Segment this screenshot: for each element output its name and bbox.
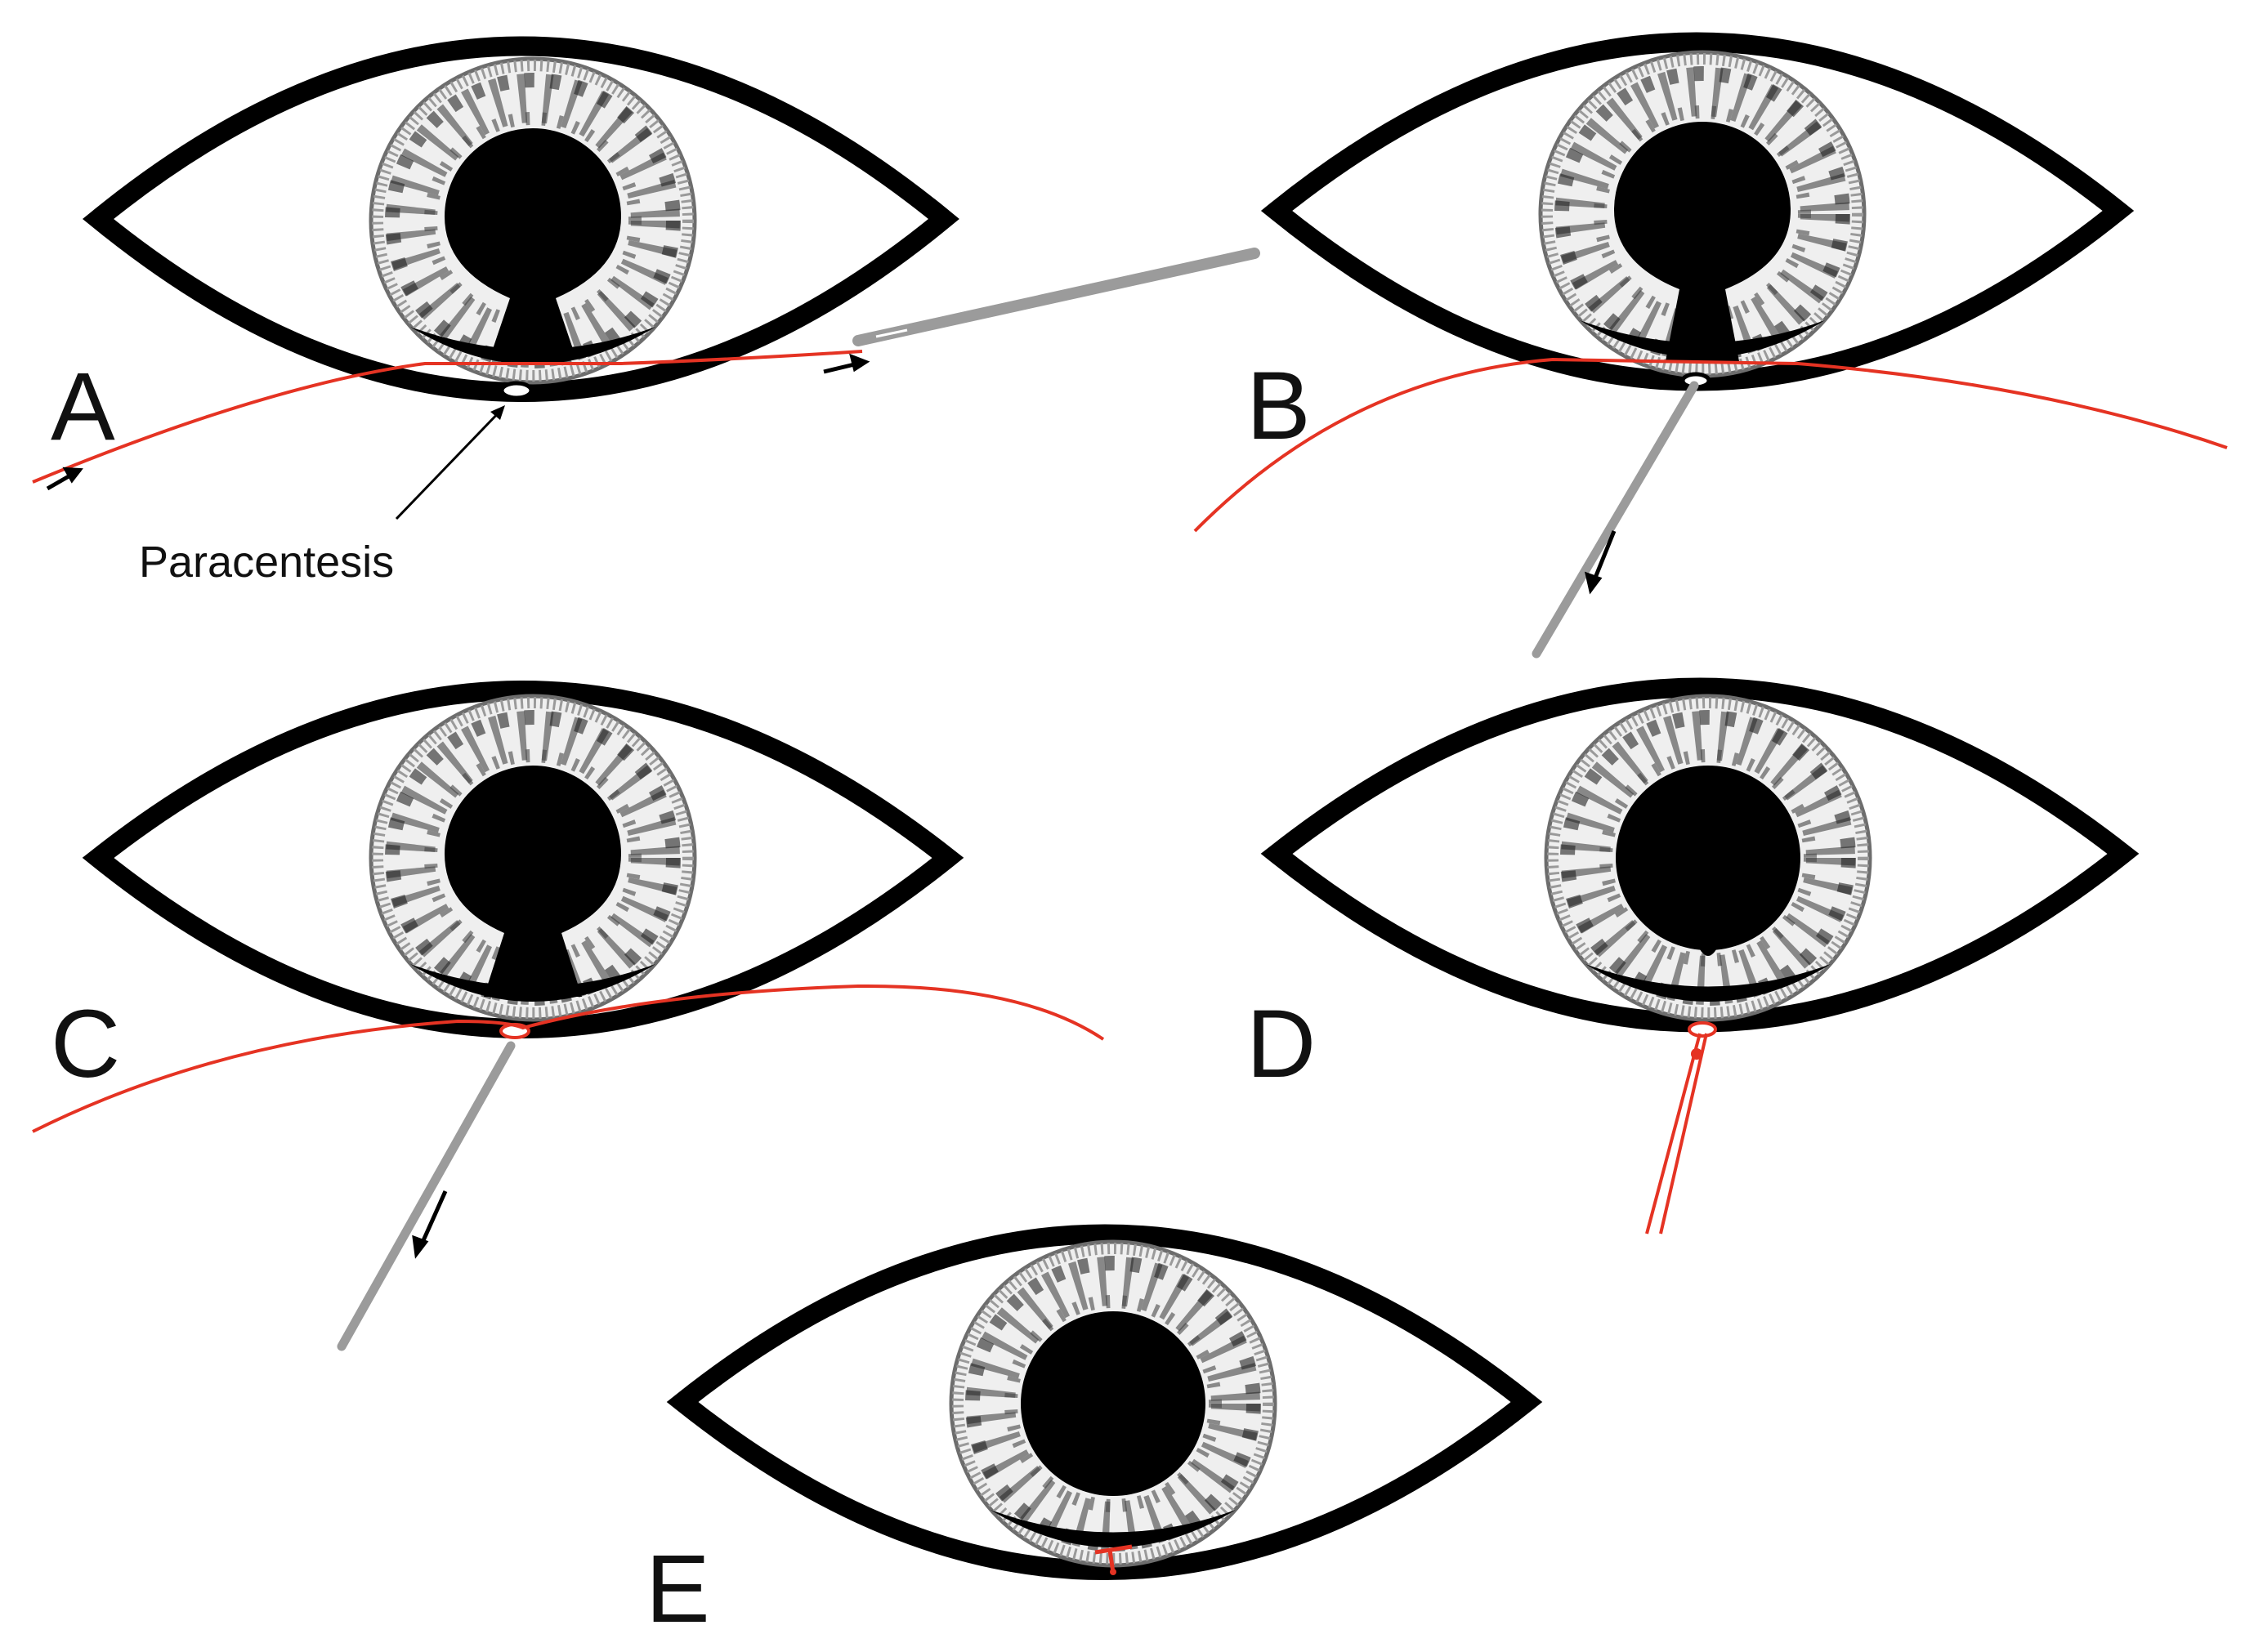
iris: [1546, 696, 1870, 1020]
iris-base-crescent: [410, 327, 655, 364]
suture-thread: [32, 350, 863, 484]
arrow-out-head: [849, 353, 870, 373]
panel-e: E: [646, 1235, 1543, 1643]
leader-arrow-head: [490, 405, 505, 420]
straight-needle: [337, 1041, 516, 1351]
panel-label-a: A: [51, 353, 115, 461]
final-knot-point: [1110, 1569, 1116, 1575]
iris-base-crescent: [1585, 964, 1831, 1002]
closed-iris-defect: [1695, 940, 1721, 956]
suture-knot: [1691, 1048, 1702, 1060]
arrow-down-icon: [1591, 530, 1617, 583]
paracentesis-leader-line: [395, 407, 504, 520]
suture-tail-2: [1659, 1033, 1708, 1235]
keyhole-pupil: [445, 128, 621, 351]
round-pupil: [1616, 766, 1800, 950]
panel-label-b: B: [1246, 352, 1311, 460]
arrow-down-icon: [418, 1190, 448, 1248]
suture-thread: [1193, 357, 2228, 533]
round-pupil: [1021, 1311, 1205, 1496]
iris: [1541, 52, 1864, 376]
paracentesis-site: [499, 381, 534, 400]
arrow-down-head: [1584, 571, 1603, 595]
panel-a: Paracentesis A: [32, 47, 1260, 587]
iris: [951, 1242, 1275, 1565]
iris: [371, 696, 695, 1020]
straight-needle: [1532, 381, 1699, 659]
iris: [371, 59, 695, 382]
suture-tail-1: [1645, 1033, 1702, 1235]
straight-needle: [852, 248, 1260, 346]
panel-label-e: E: [646, 1535, 710, 1643]
panel-d: D: [1246, 688, 2140, 1235]
iris-base-crescent: [991, 1510, 1236, 1547]
panel-b: B: [1193, 42, 2228, 659]
arrow-in-head: [62, 467, 83, 484]
paracentesis-site: [1688, 1021, 1717, 1038]
iris-base-crescent: [1580, 320, 1825, 358]
arrow-down-head: [412, 1235, 429, 1259]
panel-c: C: [32, 690, 1105, 1351]
iris-base-crescent: [410, 964, 655, 1002]
keyhole-pupil: [445, 766, 621, 997]
keyhole-pupil: [1614, 122, 1791, 361]
paracentesis-label: Paracentesis: [139, 538, 394, 587]
suture-thread: [32, 984, 1105, 1133]
panel-label-d: D: [1246, 990, 1316, 1098]
panel-label-c: C: [51, 990, 120, 1098]
needle-eye: [875, 328, 908, 338]
